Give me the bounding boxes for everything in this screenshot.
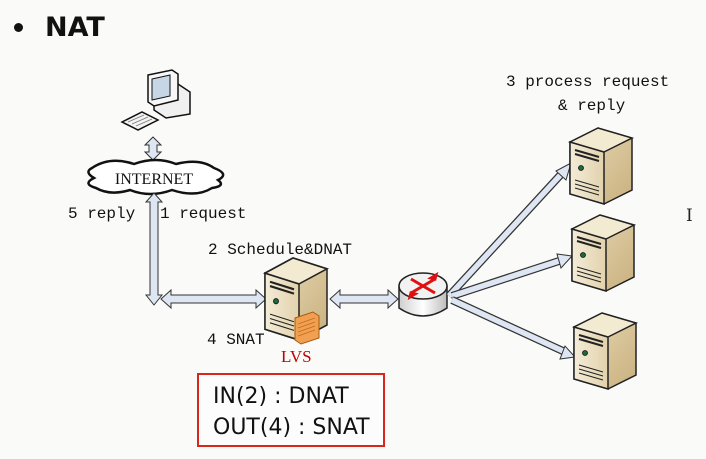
schedule-dnat-label: 2 Schedule&DNAT bbox=[208, 241, 353, 259]
real-server-2-icon bbox=[571, 214, 635, 292]
arrow-internet-lvs-vertical bbox=[144, 192, 164, 306]
request-label: 1 request bbox=[160, 205, 247, 223]
client-computer-icon bbox=[120, 69, 191, 131]
arrow-lvs-router bbox=[329, 288, 399, 310]
reply-label: 5 reply bbox=[68, 205, 136, 223]
firewall-icon bbox=[294, 311, 320, 345]
lvs-label: LVS bbox=[281, 347, 312, 366]
process-reply-label: & reply bbox=[558, 97, 626, 115]
real-server-3-icon bbox=[573, 312, 637, 390]
arrow-to-lvs bbox=[160, 288, 267, 310]
text-cursor-icon: I bbox=[686, 206, 693, 226]
internet-cloud-icon bbox=[87, 158, 225, 196]
nat-rule-in: IN(2) : DNAT bbox=[213, 384, 349, 409]
arrow-client-internet bbox=[143, 136, 163, 161]
arrow-router-server-3 bbox=[450, 296, 577, 360]
title-text: NAT bbox=[45, 12, 105, 43]
router-icon bbox=[398, 271, 448, 317]
process-request-label: 3 process request bbox=[506, 73, 670, 91]
arrow-router-server-2 bbox=[450, 253, 574, 300]
bullet-icon bbox=[14, 23, 23, 32]
slide-title: NAT bbox=[14, 12, 105, 43]
arrow-router-server-1 bbox=[446, 161, 572, 299]
real-server-1-icon bbox=[569, 127, 633, 205]
internet-label: INTERNET bbox=[115, 171, 193, 188]
nat-rules-box: IN(2) : DNAT OUT(4) : SNAT bbox=[197, 373, 385, 447]
nat-rule-out: OUT(4) : SNAT bbox=[213, 415, 370, 440]
lvs-server-icon bbox=[263, 256, 329, 345]
snat-label: 4 SNAT bbox=[207, 331, 265, 349]
